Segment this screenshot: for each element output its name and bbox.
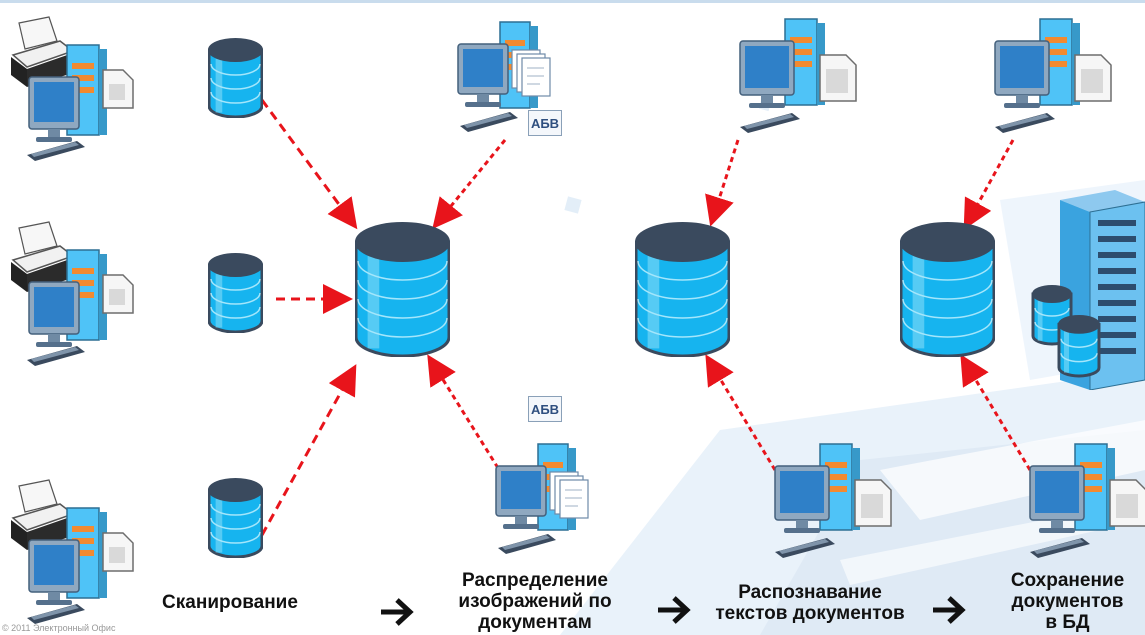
- stage-save-line: Сохранение: [1010, 570, 1125, 591]
- abv-badge: АБВ: [528, 110, 562, 136]
- flow-arrow: [260, 364, 357, 536]
- copyright-text: © 2011 Электронный Офис: [2, 623, 116, 633]
- flow-arrow: [963, 139, 1015, 230]
- stage-recognize-label: Распознавание текстов документов: [705, 582, 915, 624]
- stage-save-line: в БД: [1045, 612, 1090, 633]
- stage-distribute-label: Распределение изображений по документам: [435, 570, 635, 633]
- database-icon: [207, 253, 264, 338]
- workstation-file-icon: [730, 15, 860, 145]
- flow-arrow: [432, 139, 507, 229]
- recognized-database-icon: [634, 222, 731, 362]
- stage-distribute-line: Распределение: [462, 570, 608, 591]
- workstation-file-icon: [765, 440, 895, 570]
- saved-database-icon: [899, 222, 996, 362]
- flow-arrow: [960, 354, 1032, 471]
- stage-recognize-line: текстов документов: [715, 603, 905, 624]
- stage-save-label: Сохранение документов в БД: [990, 570, 1145, 633]
- flow-arrow: [705, 354, 777, 471]
- scanner-workstation-icon: [5, 220, 135, 375]
- stage-distribute-line: документам: [478, 612, 592, 633]
- database-icon: [207, 38, 264, 123]
- scanner-workstation-icon: [5, 478, 135, 633]
- flow-arrow: [260, 99, 358, 230]
- flow-arrow: [427, 354, 500, 469]
- server-rack-icon: [1030, 190, 1145, 395]
- arrow-right-icon: [381, 598, 414, 626]
- arrow-right-icon: [933, 596, 966, 624]
- database-icon: [207, 478, 264, 563]
- stage-scan-label: Сканирование: [162, 592, 298, 613]
- stage-recognize-line: Распознавание: [738, 582, 882, 603]
- scanner-workstation-icon: [5, 15, 135, 170]
- workstation-documents-icon: [488, 440, 598, 570]
- stage-save-line: документов: [1011, 591, 1124, 612]
- abv-badge: АБВ: [528, 396, 562, 422]
- stage-distribute-line: изображений по: [458, 591, 612, 612]
- flow-arrow: [705, 139, 740, 227]
- arrow-right-icon: [658, 596, 691, 624]
- workstation-documents-icon: [450, 18, 560, 148]
- workstation-file-icon: [985, 15, 1115, 145]
- central-database-icon: [354, 222, 451, 362]
- workstation-file-icon: [1020, 440, 1145, 570]
